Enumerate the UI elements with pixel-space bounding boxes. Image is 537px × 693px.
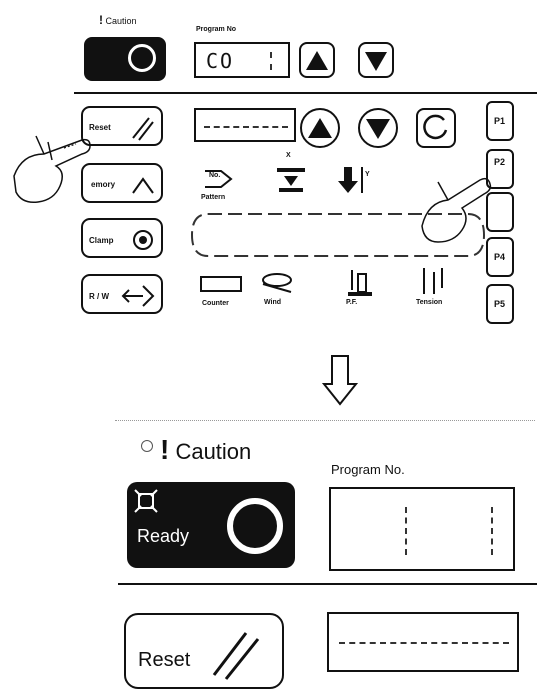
down-triangle-icon: [360, 110, 396, 146]
top-program-no-label: Program No: [196, 26, 236, 33]
double-slash-icon: [206, 623, 266, 683]
x-feed-key[interactable]: X: [274, 162, 308, 196]
wind-key[interactable]: Wind: [258, 270, 296, 298]
tension-icon: [416, 264, 450, 298]
chevron-icon: [129, 171, 157, 199]
top-down-button[interactable]: [358, 42, 394, 78]
program-no-display: [329, 487, 515, 571]
x-feed-icon: [274, 162, 308, 196]
clamp-icon: [131, 228, 155, 252]
wind-icon: [258, 270, 296, 298]
caution-icon: !: [99, 13, 103, 27]
ready-ring-icon: [227, 498, 283, 554]
down-triangle-icon: [360, 44, 392, 76]
y-feed-key[interactable]: Y: [338, 163, 370, 197]
clamp-button[interactable]: Clamp: [81, 218, 163, 258]
top-pattern-display: [194, 108, 296, 142]
ready-ring-icon: [128, 44, 156, 72]
counter-icon: [200, 276, 242, 292]
tension-key[interactable]: Tension: [416, 264, 450, 298]
indicator-lamp: [141, 440, 153, 452]
top-ready-button[interactable]: [84, 37, 166, 81]
up-triangle-icon: [301, 44, 333, 76]
arrow-down-icon: [320, 352, 360, 408]
pattern-key[interactable]: No. Pattern: [203, 163, 233, 193]
up-triangle-icon: [302, 110, 338, 146]
pattern-up-button[interactable]: [300, 108, 340, 148]
presser-foot-icon: [344, 266, 374, 298]
y-feed-icon: [338, 163, 370, 197]
hand-pointer-icon: [4, 132, 94, 212]
top-caution: ! Caution: [99, 13, 137, 27]
ready-button[interactable]: Ready: [127, 482, 295, 568]
caution-icon: !: [160, 434, 169, 465]
rw-arrows-icon: [119, 282, 159, 310]
rw-button[interactable]: R / W: [81, 274, 163, 314]
detail-divider: [118, 583, 537, 585]
detail-caution: ! Caution: [160, 434, 251, 466]
hand-pointer-icon: [414, 168, 494, 248]
detail-reset-button[interactable]: Reset: [124, 613, 284, 689]
crosshair-icon: [133, 488, 159, 514]
pattern-down-button[interactable]: [358, 108, 398, 148]
pattern-display: [327, 612, 519, 672]
counter-key[interactable]: Counter: [200, 276, 242, 292]
top-program-no-display: CO: [194, 42, 290, 78]
program-no-label: Program No.: [331, 462, 405, 477]
double-slash-icon: [127, 114, 155, 142]
cycle-button[interactable]: [416, 108, 456, 148]
cycle-icon: [418, 110, 454, 146]
top-divider: [74, 92, 537, 94]
pf-key[interactable]: P.F.: [344, 266, 374, 298]
p5-key[interactable]: P5: [486, 284, 514, 324]
top-up-button[interactable]: [299, 42, 335, 78]
p1-key[interactable]: P1: [486, 101, 514, 141]
